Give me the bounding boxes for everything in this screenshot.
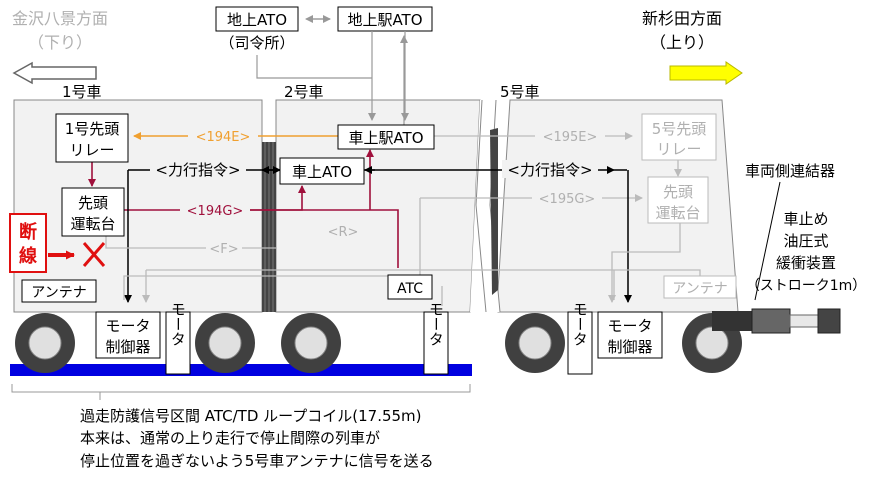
car5-label: 5号車 [500, 83, 540, 101]
direction-down: 金沢八景方面 （下り） [12, 9, 108, 85]
car5-cab-label-1: 先頭 [663, 183, 693, 201]
caption-line-1: 過走防護信号区間 ATC/TD ループコイル(17.55m) [80, 407, 422, 425]
hydraulic-buffer-stop [817, 308, 841, 334]
signal-194e-label: <194E> [196, 130, 251, 145]
buffer-label-3: 緩衝装置 [776, 254, 836, 272]
car5-lead-relay-box [641, 113, 717, 161]
signal-r-label: <R> [328, 225, 359, 240]
car5-antenna-label: アンテナ [672, 281, 727, 297]
car1-antenna-label: アンテナ [31, 285, 86, 301]
coupler-pointer [754, 181, 781, 301]
direction-up-label: 新杉田方面 [642, 9, 722, 28]
buffer-label-1: 車止め [783, 210, 828, 228]
car5-relay-label-1: 5号先頭 [652, 120, 707, 138]
car1-motor-controller-label-1: モータ [105, 317, 150, 335]
signal-f-label: <F> [209, 242, 238, 257]
car5-antenna-box [663, 275, 737, 299]
signal-194g-label: <194G> [187, 204, 244, 219]
car2-label: 2号車 [284, 83, 324, 101]
car1-motor [165, 311, 191, 375]
car-coupler [712, 311, 756, 331]
car5-motor-controller [597, 311, 663, 359]
car5-cab-box [647, 176, 709, 224]
car2-motor [423, 311, 449, 375]
car1-lead-relay-box [55, 113, 129, 163]
car5-motor-controller-label-1: モータ [607, 317, 652, 335]
car1-antenna-box [21, 279, 97, 303]
car5-motor-label: モータ [571, 302, 589, 347]
car1-cab-label-1: 先頭 [78, 194, 108, 212]
down-direction-arrow-icon [12, 61, 97, 85]
up-direction-arrow-icon [669, 61, 743, 85]
direction-up: 新杉田方面 （上り） [642, 9, 743, 85]
caption-line-3: 停止位置を過ぎないよう5号車アンテナに信号を送る [80, 452, 434, 470]
loop-coil-span-brace [11, 384, 471, 393]
onboard-ato-label: 車上ATO [292, 163, 352, 181]
atc-loop-coil-rail [10, 364, 472, 376]
car1-motor-controller-label-2: 制御器 [105, 338, 150, 356]
car5-motor [567, 311, 593, 375]
hydraulic-buffer-piston [789, 314, 819, 328]
wire-break-cross-icon [82, 242, 106, 267]
hydraulic-buffer-body [751, 308, 791, 334]
car1-relay-label-2: リレー [69, 141, 114, 159]
power-command-label-car5: <力行指令> [507, 161, 592, 179]
signal-195g-label: <195G> [539, 192, 596, 207]
wire-break-label-2: 線 [19, 245, 37, 267]
ground-station-ato-box [337, 6, 433, 32]
car5-motor-controller-label-2: 制御器 [607, 338, 652, 356]
car5-cab-label-2: 運転台 [655, 204, 700, 222]
buffer-label-2: 油圧式 [783, 232, 828, 250]
wire-break-label-1: 断 [19, 221, 37, 243]
direction-up-sub: （上り） [650, 33, 714, 52]
power-command-label-car1: <力行指令> [155, 161, 240, 179]
buffer-label-4: （ストローク1m） [746, 278, 867, 294]
direction-down-label: 金沢八景方面 [12, 9, 108, 28]
signal-195e-label: <195E> [543, 130, 598, 145]
car1-motor-label: モータ [169, 302, 187, 347]
onboard-station-ato-box [337, 124, 435, 150]
car1-cab-label-2: 運転台 [70, 215, 115, 233]
car2-motor-label: モータ [427, 302, 445, 347]
atc-box [387, 274, 433, 300]
wheels [15, 313, 742, 373]
car1-label: 1号車 [62, 83, 102, 101]
ground-ato-note: （司令所） [219, 34, 294, 52]
car5-relay-label-2: リレー [656, 140, 701, 158]
direction-down-sub: （下り） [28, 33, 92, 52]
ground-station-ato-label: 地上駅ATO [347, 11, 422, 29]
coupler-label: 車両側連結器 [745, 162, 835, 180]
atc-label: ATC [397, 281, 423, 297]
caption-line-2: 本来は、通常の上り走行で停止間際の列車が [80, 429, 380, 447]
ground-ato-label: 地上ATO [227, 11, 287, 29]
car1-relay-label-1: 1号先頭 [65, 120, 120, 138]
onboard-station-ato-label: 車上駅ATO [348, 129, 423, 147]
car1-cab-box [61, 187, 125, 237]
onboard-ato-box [279, 157, 365, 185]
car1-motor-controller [95, 311, 161, 359]
ground-ato-box [215, 6, 299, 32]
wire-break-badge [9, 213, 47, 273]
